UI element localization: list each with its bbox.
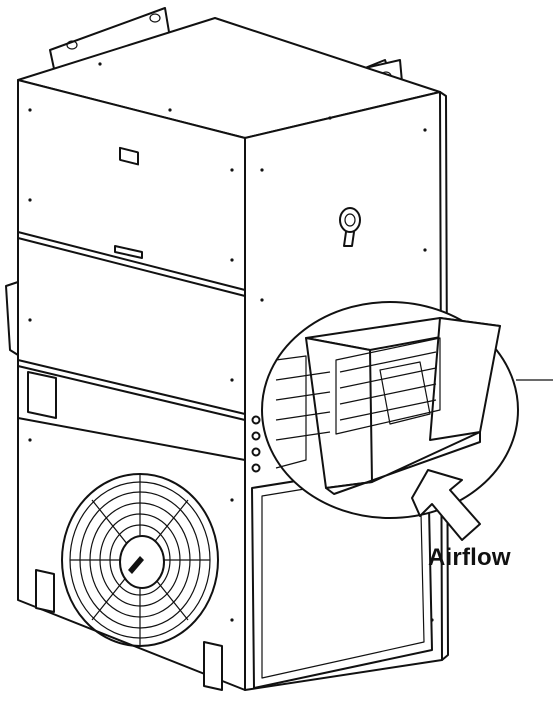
arrow-up-left-icon [411, 469, 481, 541]
lower-panel-seam [17, 417, 246, 461]
panel-badge [119, 146, 139, 166]
panel-handle [114, 245, 143, 259]
side-connectors [251, 415, 261, 473]
valve-icon [339, 207, 361, 247]
airflow-label: Airflow [428, 544, 511, 571]
fan-icon [61, 473, 219, 647]
fastener-dots [28, 62, 434, 622]
access-panel [27, 371, 57, 419]
foot-right [203, 641, 223, 691]
detail-magnifier [261, 301, 553, 519]
middle-panel-seam [17, 359, 246, 415]
side-flap [5, 281, 19, 356]
foot-left [35, 569, 55, 613]
upper-panel-seam [17, 231, 246, 291]
